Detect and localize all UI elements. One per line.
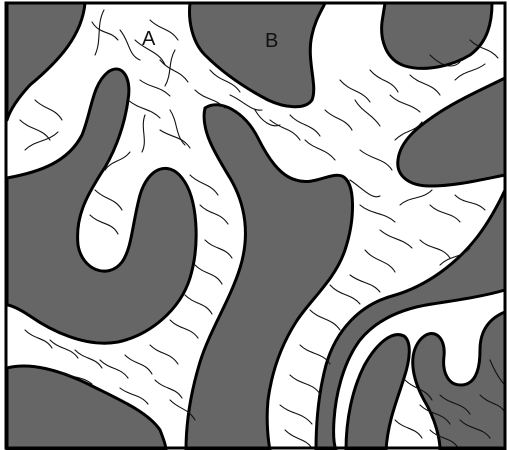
label-b: B xyxy=(265,30,278,52)
label-a: A xyxy=(142,28,156,50)
